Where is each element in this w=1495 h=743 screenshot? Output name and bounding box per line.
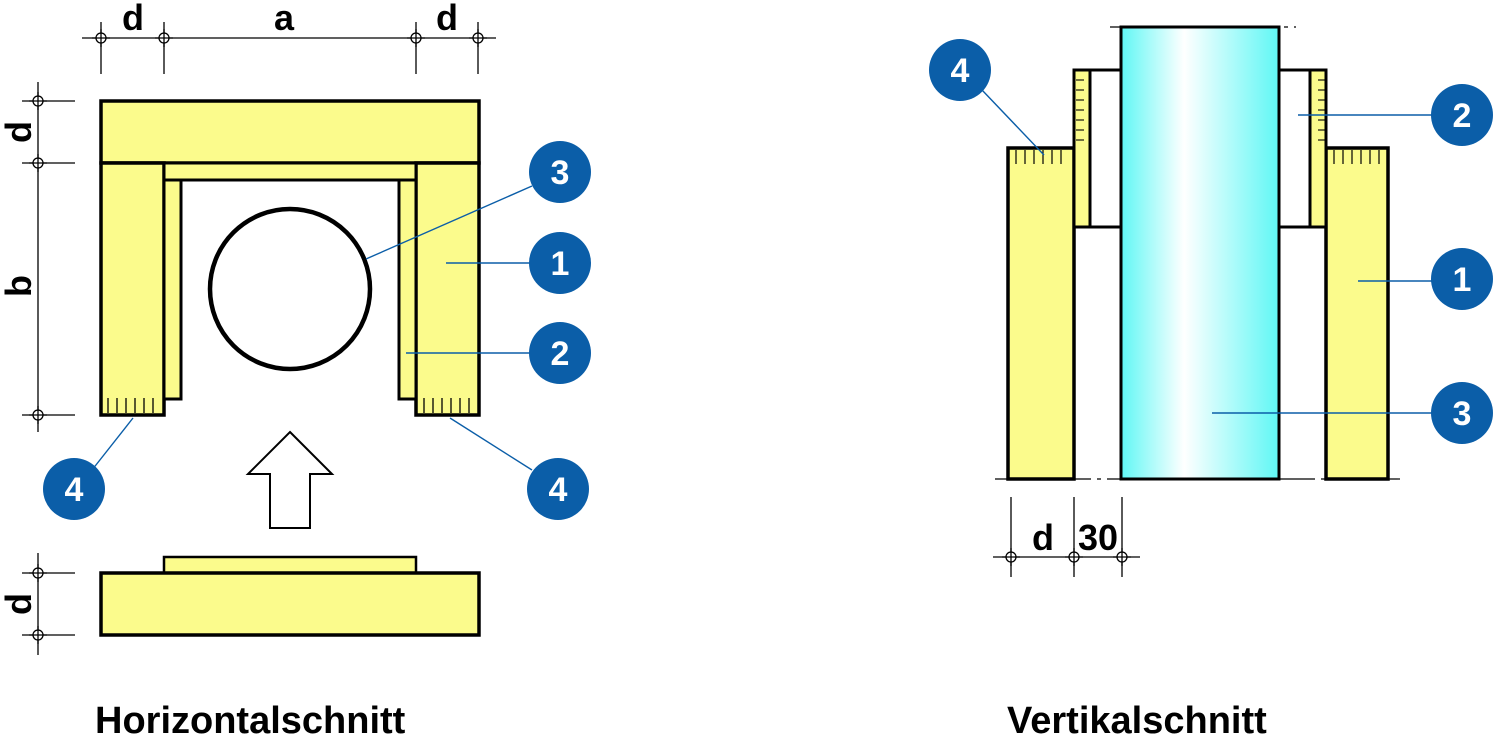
caption-horizontal: Horizontalschnitt xyxy=(95,700,406,742)
svg-text:2: 2 xyxy=(1453,97,1472,135)
liner-top xyxy=(162,161,418,182)
dim-label-d-top: d xyxy=(0,121,39,143)
liner-vertical-right xyxy=(1308,68,1328,229)
svg-text:4: 4 xyxy=(65,471,84,509)
svg-text:4: 4 xyxy=(549,471,568,509)
shell-top xyxy=(99,99,481,165)
svg-text:1: 1 xyxy=(1453,261,1472,299)
shell-vertical-right xyxy=(1324,146,1390,481)
cover-shell xyxy=(99,571,481,637)
cover-liner xyxy=(162,555,418,575)
shell-left xyxy=(99,161,166,417)
shell-vertical-left xyxy=(1006,146,1076,481)
badge-4-horizontal-left: 4 xyxy=(43,458,105,520)
hatch-vertical-right-top xyxy=(1333,150,1380,164)
caption-vertical: Vertikalschnitt xyxy=(1007,700,1267,742)
hatch-left xyxy=(107,398,154,413)
dim-label-a: a xyxy=(274,0,295,38)
badge-2-horizontal: 2 xyxy=(529,322,591,384)
dim-label-d-right: d xyxy=(436,0,458,38)
svg-text:3: 3 xyxy=(551,154,570,192)
svg-text:3: 3 xyxy=(1453,395,1472,433)
horizontal-section: d a d d b xyxy=(0,0,591,655)
dim-label-b: b xyxy=(0,275,39,297)
badge-2-vertical: 2 xyxy=(1431,84,1493,146)
shell-right xyxy=(414,161,481,417)
liner-right xyxy=(397,178,418,401)
dim-label-d-left: d xyxy=(122,0,144,38)
svg-text:4: 4 xyxy=(951,52,970,90)
liner-vertical-left xyxy=(1072,68,1092,229)
up-arrow-icon xyxy=(245,430,335,529)
insulation-shell xyxy=(99,99,481,417)
dim-label-d-bottom: d xyxy=(0,593,39,615)
badge-3-vertical: 3 xyxy=(1431,382,1493,444)
badge-1-horizontal: 1 xyxy=(529,232,591,294)
liner-left xyxy=(162,178,183,401)
vertical-section: d 30 4 2 1 3 xyxy=(929,25,1493,577)
pipe-cross-section xyxy=(207,206,373,372)
badge-1-vertical: 1 xyxy=(1431,248,1493,310)
badge-4-horizontal-right: 4 xyxy=(527,458,589,520)
inner-liner xyxy=(162,161,418,401)
badge-4-vertical: 4 xyxy=(929,39,991,101)
dim-label-30: 30 xyxy=(1078,517,1118,558)
dim-label-d-vertical: d xyxy=(1032,517,1054,558)
hatch-liner-left xyxy=(1076,79,1084,141)
pipe-vertical xyxy=(1119,25,1281,481)
hatch-right xyxy=(423,398,470,413)
badge-3-horizontal: 3 xyxy=(529,141,591,203)
svg-text:1: 1 xyxy=(551,245,570,283)
leader-lines-horizontal xyxy=(91,185,533,471)
hatch-vertical-left-top xyxy=(1015,150,1062,164)
svg-text:2: 2 xyxy=(551,335,570,373)
cover-piece xyxy=(99,555,481,637)
leader-lines-vertical xyxy=(981,89,1432,414)
hatch-liner-right xyxy=(1318,79,1326,141)
